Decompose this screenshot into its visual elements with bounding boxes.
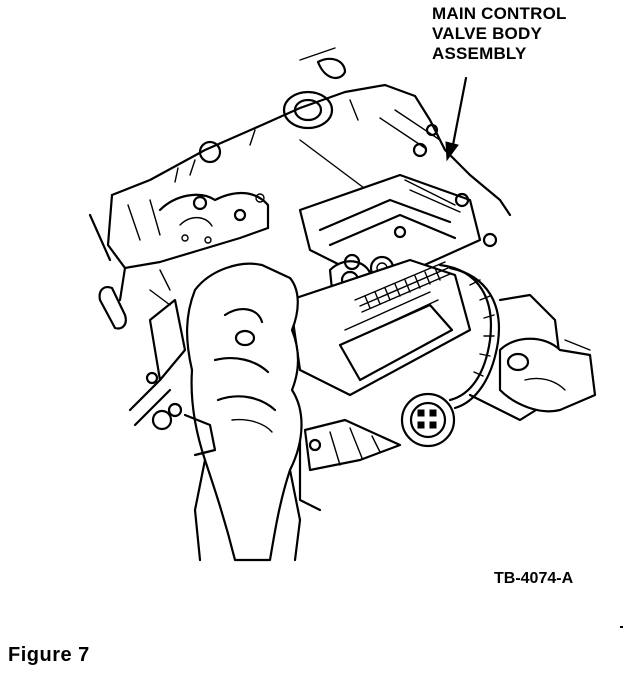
callout-line-1: MAIN CONTROL: [432, 4, 567, 23]
valve-body-callout-label: MAIN CONTROL VALVE BODY ASSEMBLY: [432, 4, 567, 64]
gasket-hatching: [354, 261, 451, 313]
callout-line-2: VALVE BODY: [432, 24, 542, 43]
transmission-case: [88, 47, 512, 330]
main-control-valve-body: [288, 173, 562, 512]
callout-leader-arrow: [445, 76, 468, 162]
figure-caption: Figure 7: [8, 644, 90, 666]
left-hand: [186, 262, 303, 562]
callout-line-3: ASSEMBLY: [432, 44, 527, 63]
right-hand: [498, 337, 597, 413]
linkage-parts: [128, 269, 217, 457]
stray-mark: [620, 626, 623, 628]
reference-code: TB-4074-A: [494, 570, 574, 587]
